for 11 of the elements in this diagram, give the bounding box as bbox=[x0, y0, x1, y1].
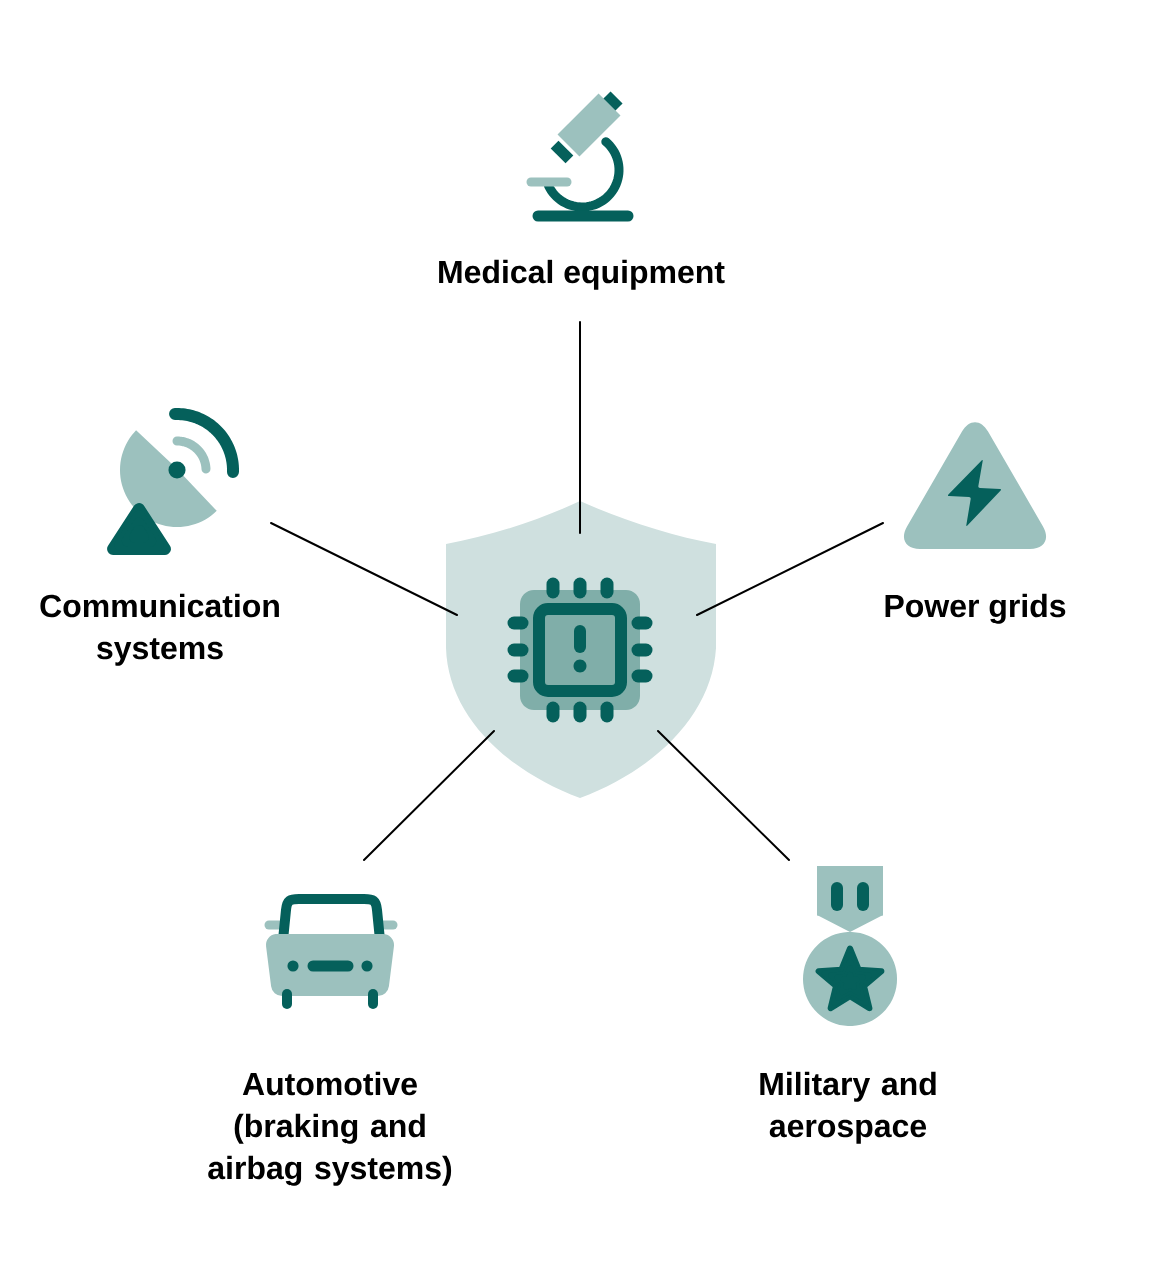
sector-label: Medical equipment bbox=[439, 259, 725, 290]
connector-line bbox=[363, 730, 495, 861]
sector-label: Military and aerospace bbox=[760, 1071, 936, 1144]
connector-line bbox=[657, 730, 790, 861]
shield-picture bbox=[446, 501, 716, 798]
connector-line bbox=[270, 522, 458, 616]
sector-label: Power grids bbox=[885, 593, 1066, 624]
sector-label: Communication systems bbox=[40, 593, 279, 666]
connector-line bbox=[696, 522, 884, 616]
connector-line bbox=[579, 321, 581, 534]
sector-label: Automotive (braking and airbag systems) bbox=[208, 1071, 452, 1186]
